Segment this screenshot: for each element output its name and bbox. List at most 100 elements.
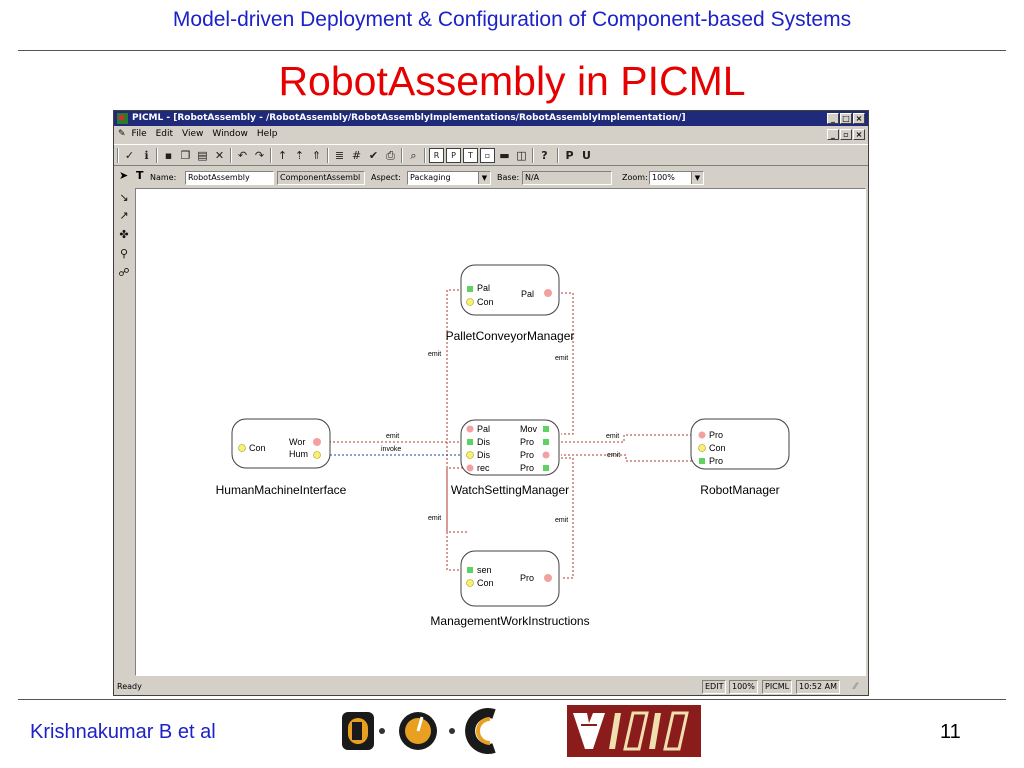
- port-label: Dis: [477, 437, 490, 447]
- event-source-icon: [698, 431, 706, 439]
- window-titlebar[interactable]: PICML - [RobotAssembly - /RobotAssembly/…: [114, 111, 868, 126]
- model-view-icon[interactable]: R: [429, 148, 444, 163]
- component-human-machine-interface[interactable]: Con Wor Hum HumanMachineInterface: [216, 418, 347, 497]
- redo-icon[interactable]: ↷: [254, 149, 265, 162]
- undo-icon[interactable]: ↶: [237, 149, 248, 162]
- name-input[interactable]: RobotAssembly: [185, 171, 274, 185]
- zoom-mode-icon[interactable]: ⚲: [119, 247, 129, 260]
- port-label: Pal: [521, 289, 534, 299]
- navigate-base-icon[interactable]: ⇡: [294, 149, 305, 162]
- emit-connection[interactable]: [561, 434, 704, 443]
- menu-view[interactable]: View: [182, 129, 204, 139]
- split-view-icon[interactable]: ◫: [516, 149, 527, 162]
- port-label: Mov: [520, 424, 538, 434]
- plugin-u-button[interactable]: U: [582, 149, 591, 162]
- minimize-icon[interactable]: _: [827, 113, 839, 124]
- find-icon[interactable]: ⌕: [410, 149, 417, 162]
- footer-author: Krishnakumar B et al: [30, 721, 216, 743]
- port-label: Pal: [477, 283, 490, 293]
- emit-label: emit: [428, 351, 441, 358]
- close-icon[interactable]: ×: [853, 113, 865, 124]
- emit-connection[interactable]: [446, 467, 467, 571]
- component-name: HumanMachineInterface: [216, 483, 347, 497]
- port-label: Wor: [289, 437, 305, 447]
- emit-label: emit: [428, 515, 441, 522]
- disconnect-mode-icon[interactable]: ↗: [119, 209, 129, 222]
- tree-browser-icon[interactable]: T: [463, 148, 478, 163]
- copy-icon[interactable]: ❐: [180, 149, 191, 162]
- port-label: Con: [709, 443, 726, 453]
- chevron-down-icon[interactable]: ▼: [478, 172, 490, 184]
- toolbar-separator: [424, 148, 426, 163]
- zoom-select[interactable]: 100% ▼: [649, 171, 704, 185]
- doc-minimize-icon[interactable]: _: [827, 129, 839, 140]
- emit-connection[interactable]: [561, 454, 704, 462]
- component-name: ManagementWorkInstructions: [430, 614, 589, 628]
- isis-logo: [567, 705, 701, 757]
- component-pallet-conveyor-manager[interactable]: Pal Con Pal PalletConveyorManager: [446, 264, 575, 343]
- visualize-mode-icon[interactable]: ☍: [118, 266, 130, 279]
- navigate-type-icon[interactable]: ⇑: [311, 149, 322, 162]
- attributes-icon[interactable]: ≣: [334, 149, 345, 162]
- delete-icon[interactable]: ✕: [214, 149, 225, 162]
- model-canvas[interactable]: emit emit emit invoke emit emit emit emi…: [135, 188, 866, 676]
- panel-icon[interactable]: ▬: [499, 149, 510, 162]
- port-label: Pro: [520, 573, 534, 583]
- navigate-up-icon[interactable]: ↑: [277, 149, 288, 162]
- picml-window: PICML - [RobotAssembly - /RobotAssembly/…: [113, 110, 869, 696]
- component-robot-manager[interactable]: Pro Con Pro RobotManager: [690, 418, 790, 497]
- facet-icon: [466, 579, 474, 587]
- info-icon[interactable]: ℹ: [144, 149, 149, 162]
- maximize-icon[interactable]: □: [840, 113, 852, 124]
- component-watch-setting-manager[interactable]: Pal Dis Dis rec Mov Pro Pro Pro WatchSet…: [451, 419, 569, 497]
- status-mode: EDIT: [702, 680, 727, 694]
- aspect-value: Packaging: [410, 173, 451, 182]
- menu-edit[interactable]: Edit: [155, 129, 174, 139]
- port-label: Pal: [477, 424, 490, 434]
- statusbar: Ready EDIT 100% PICML 10:52 AM ⁄⁄: [114, 679, 868, 695]
- plugin-p-button[interactable]: P: [565, 149, 574, 162]
- connect-mode-icon[interactable]: ↘: [119, 191, 129, 204]
- emit-label: emit: [386, 433, 399, 440]
- component-management-work-instructions[interactable]: sen Con Pro ManagementWorkInstructions: [430, 550, 590, 628]
- resize-grip-icon[interactable]: ⁄⁄: [854, 682, 858, 692]
- menu-file[interactable]: File: [131, 129, 147, 139]
- text-tool-icon[interactable]: T: [136, 169, 144, 182]
- set-mode-icon[interactable]: ✤: [119, 228, 129, 241]
- paste-icon[interactable]: ▤: [197, 149, 208, 162]
- chevron-down-icon[interactable]: ▼: [691, 172, 703, 184]
- event-source-icon: [313, 438, 321, 446]
- footer-rule: [18, 699, 1006, 700]
- event-source-icon: [542, 451, 550, 459]
- event-sink-icon: [467, 286, 473, 292]
- main-toolbar: ✓ ℹ ▪ ❐ ▤ ✕ ↶ ↷ ↑ ⇡ ⇑ ≣ # ✔ ⎙ ⌕ R P T ▫ …: [114, 144, 868, 166]
- base-label: Base:: [497, 173, 520, 182]
- help-icon[interactable]: ?: [541, 149, 548, 162]
- doc-restore-icon[interactable]: ▫: [840, 129, 852, 140]
- window-title: PICML - [RobotAssembly - /RobotAssembly/…: [132, 113, 686, 123]
- save-icon[interactable]: ▪: [164, 149, 173, 162]
- grid-icon[interactable]: #: [351, 149, 362, 162]
- emit-connection[interactable]: [446, 289, 467, 533]
- zoom-value: 100%: [652, 173, 675, 182]
- aspect-select[interactable]: Packaging ▼: [407, 171, 491, 185]
- port-label: Hum: [289, 449, 308, 459]
- print-icon[interactable]: ⎙: [386, 149, 395, 162]
- constraints-icon[interactable]: ✔: [368, 149, 379, 162]
- menu-help[interactable]: Help: [256, 129, 278, 139]
- doc-close-icon[interactable]: ×: [853, 129, 865, 140]
- emit-connection[interactable]: [561, 292, 574, 435]
- slide-header: Model-driven Deployment & Configuration …: [172, 8, 852, 31]
- slide-title: RobotAssembly in PICML: [278, 58, 746, 104]
- check-icon[interactable]: ✓: [124, 149, 135, 162]
- object-inspector-icon[interactable]: ▫: [480, 148, 495, 163]
- emit-label: emit: [555, 517, 568, 524]
- event-sink-icon: [467, 567, 473, 573]
- pointer-icon[interactable]: ➤: [119, 169, 129, 182]
- emit-connection[interactable]: [561, 457, 574, 579]
- status-text: Ready: [117, 682, 142, 691]
- part-browser-icon[interactable]: P: [446, 148, 461, 163]
- toolbar-separator: [270, 148, 272, 163]
- menu-window[interactable]: Window: [212, 129, 248, 139]
- port-label: sen: [477, 565, 492, 575]
